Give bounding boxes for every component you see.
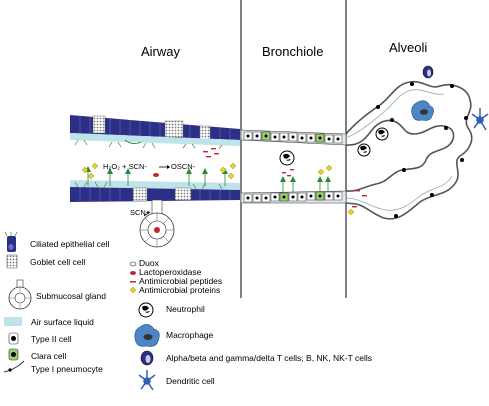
legend-label-type-i: Type I pneumocyte <box>31 364 103 374</box>
type-ii-cell-icon <box>8 332 19 345</box>
legend-label-neutrophil: Neutrophil <box>166 304 205 314</box>
airway-upper-epithelium <box>70 115 240 150</box>
alveoli-sac <box>345 80 473 220</box>
legend-label-asl: Air surface liquid <box>31 317 94 327</box>
alveolar-antimicrobials <box>347 190 367 216</box>
reaction-reactants: H₂O₂ + SCN- <box>103 162 147 171</box>
legend-label-duox: Duox <box>139 258 159 268</box>
clara-cell-icon <box>8 348 19 361</box>
region-title-bronchiole: Bronchiole <box>262 44 324 59</box>
type-i-pneumocyte-icon <box>3 360 25 373</box>
airway-lower-epithelium <box>70 162 240 202</box>
region-title-airway: Airway <box>141 44 181 59</box>
t-cell-icon <box>140 350 154 366</box>
duox-icon <box>129 261 137 267</box>
airway-peptides <box>203 148 219 158</box>
submucosal-gland <box>139 199 175 248</box>
alveolar-macrophage <box>411 100 434 121</box>
ciliated-cell-icon <box>4 231 18 252</box>
legend-label-proteins: Antimicrobial proteins <box>139 285 221 295</box>
antimicrobial-peptides-icon <box>130 281 136 283</box>
lactoperoxidase-icon <box>130 271 136 275</box>
gland-scn-label: SCN- <box>130 208 149 217</box>
legend-label-dendritic: Dendritic cell <box>166 376 215 386</box>
legend-label-lactoperoxidase: Lactoperoxidase <box>139 267 202 277</box>
alveoli-inner-lines <box>345 89 453 211</box>
alveolar-t-cell <box>422 65 434 79</box>
bronchiole-lower-epithelium <box>240 164 347 204</box>
bronchiole-upper-epithelium <box>240 129 347 146</box>
legend-label-peptides: Antimicrobial peptides <box>139 276 223 286</box>
legend-label-goblet: Goblet cell cell <box>30 257 86 267</box>
legend-label-t-cells: Alpha/beta and gamma/delta T cells; B, N… <box>166 353 372 363</box>
region-title-alveoli: Alveoli <box>389 40 428 55</box>
alveolar-dendritic-cell <box>471 108 489 131</box>
dendritic-cell-icon <box>138 370 156 391</box>
goblet-cell-icon <box>6 254 18 269</box>
neutrophil-icon <box>138 302 154 318</box>
submucosal-gland-icon <box>8 279 32 310</box>
alveoli-type-ii-cells <box>376 82 468 218</box>
legend-label-submucosal: Submucosal gland <box>36 291 106 301</box>
legend-label-clara: Clara cell <box>31 351 67 361</box>
bronchiole-neutrophil <box>279 150 295 166</box>
alveolar-neutrophils <box>357 127 389 157</box>
legend-label-type-ii: Type II cell <box>31 334 72 344</box>
reaction-product: OSCN- <box>171 162 196 171</box>
legend-label-macrophage: Macrophage <box>166 330 214 340</box>
air-surface-liquid-icon <box>4 317 22 326</box>
legend-label-ciliated: Ciliated epithelial cell <box>30 239 110 249</box>
antimicrobial-proteins-icon <box>129 286 137 294</box>
macrophage-icon <box>134 324 160 347</box>
